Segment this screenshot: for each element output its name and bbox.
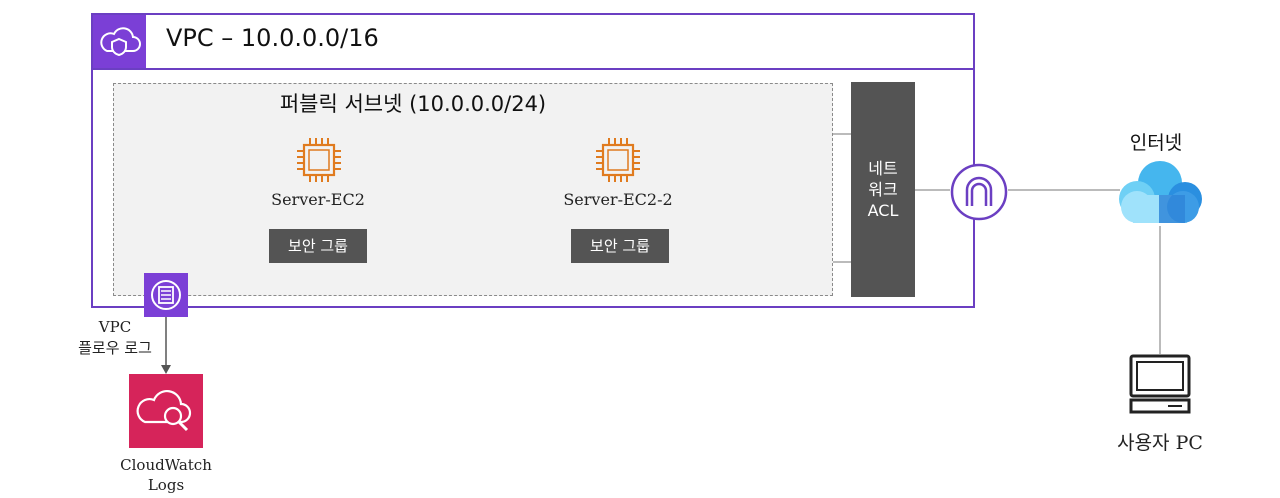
security-group-1[interactable]: 보안 그룹 xyxy=(269,229,367,263)
flow-logs-label-1: VPC xyxy=(98,318,132,336)
acl-line-1: 네트 xyxy=(868,159,898,178)
arrow-head-icon xyxy=(161,365,171,374)
user-pc-label: 사용자 PC xyxy=(1117,432,1203,454)
computer-icon xyxy=(1128,354,1192,420)
cloudwatch-label-1: CloudWatch xyxy=(120,456,212,474)
acl-line-2: 워크 xyxy=(868,180,898,199)
acl-line-3: ACL xyxy=(867,201,899,220)
server-ec2-label: Server-EC2 xyxy=(271,190,365,209)
cloudwatch-logs-icon[interactable] xyxy=(129,374,203,448)
network-acl[interactable]: 네트 워크 ACL xyxy=(851,82,915,297)
ec2-chip-icon xyxy=(295,136,343,188)
cloudwatch-label-2: Logs xyxy=(147,476,185,494)
ec2-chip-icon xyxy=(594,136,642,188)
vpc-title: VPC – 10.0.0.0/16 xyxy=(166,24,379,52)
flow-logs-label-2: 플로우 로그 xyxy=(78,339,152,357)
vpc-header xyxy=(91,13,975,70)
internet-label: 인터넷 xyxy=(1129,132,1183,154)
public-subnet xyxy=(113,83,833,296)
internet-gateway-icon[interactable] xyxy=(949,162,1009,226)
cloud-icon xyxy=(1115,155,1205,234)
vpc-cloud-shield-icon xyxy=(93,15,146,68)
flow-logs-icon[interactable] xyxy=(144,273,188,317)
security-group-2[interactable]: 보안 그룹 xyxy=(571,229,669,263)
server-ec2-2-label: Server-EC2-2 xyxy=(563,190,673,209)
subnet-title: 퍼블릭 서브넷 (10.0.0.0/24) xyxy=(279,92,547,116)
vpc-container xyxy=(91,13,975,308)
